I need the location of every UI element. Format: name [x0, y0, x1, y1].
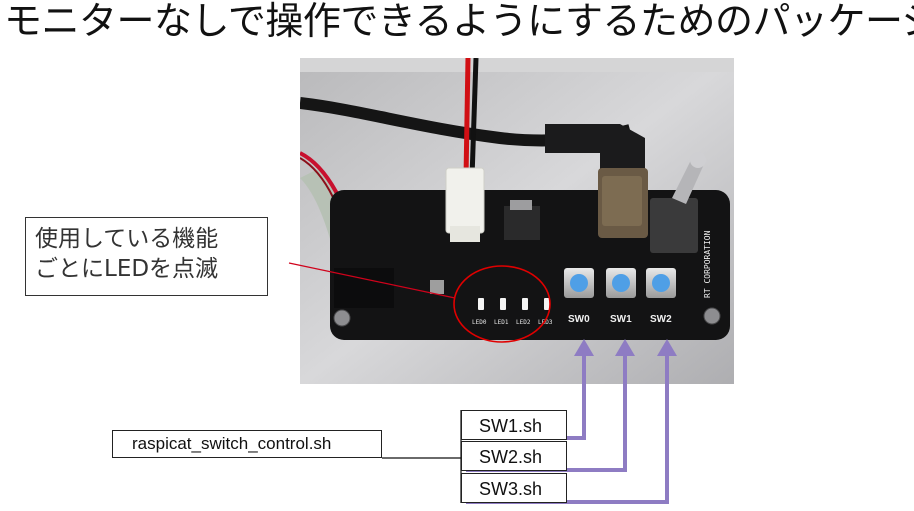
led-label: LED3	[538, 319, 553, 326]
callout-line-1: 使用している機能	[35, 226, 219, 252]
switch-script-box-1: SW1.sh	[461, 410, 567, 440]
led-label: LED1	[494, 319, 509, 326]
button-label-sw0: SW0	[568, 314, 590, 325]
switch-script-box-2: SW2.sh	[461, 441, 567, 471]
slide-title: モニターなしで操作できるようにするためのパッケージ	[4, 0, 914, 43]
maker-label: RT CORPORATION	[703, 230, 712, 298]
button-label-sw1: SW1	[610, 314, 632, 325]
led-label: LED0	[472, 319, 487, 326]
board-photo: LED0 LED1 LED2 LED3 SW0 SW1 SW2 RT CORPO…	[300, 58, 734, 384]
button-label-sw2: SW2	[650, 314, 672, 325]
switch-script-box-3: SW3.sh	[461, 473, 567, 503]
led-label: LED2	[516, 319, 531, 326]
main-script-box: raspicat_switch_control.sh	[112, 430, 382, 458]
led-callout: 使用している機能 ごとにLEDを点滅	[25, 217, 268, 296]
callout-line-2: ごとにLEDを点滅	[35, 256, 219, 282]
